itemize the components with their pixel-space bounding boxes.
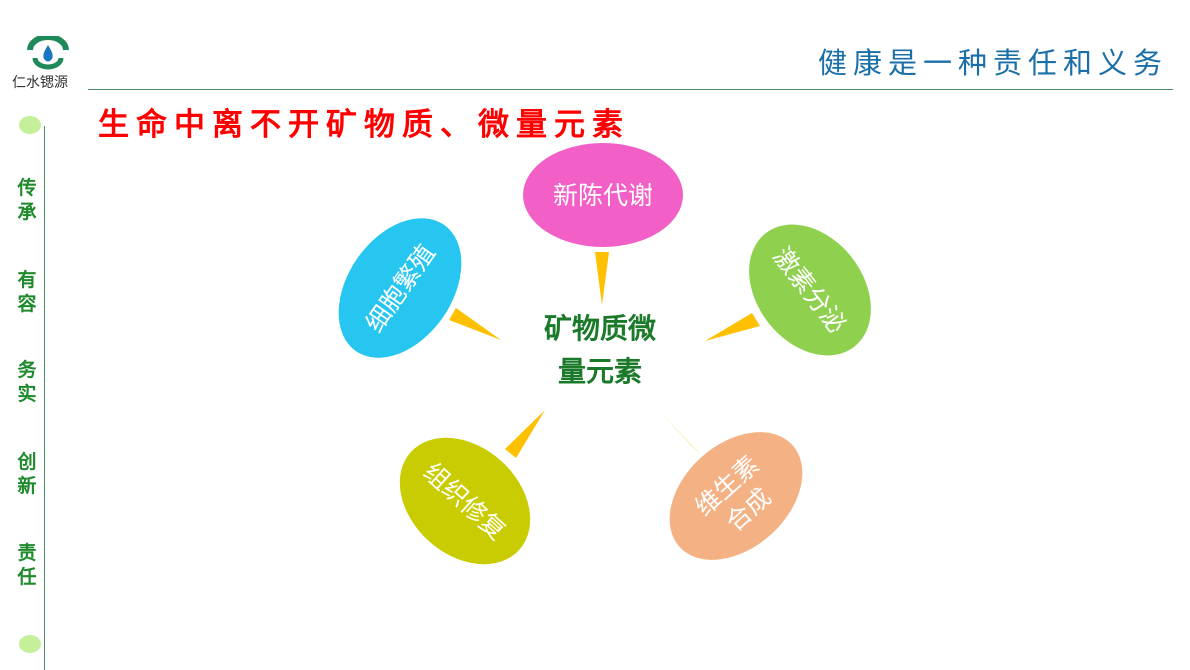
- arrow-to-metabolism: [595, 252, 609, 305]
- node-metabolism-bubble: [523, 143, 683, 247]
- page-title: 生命中离不开矿物质、微量元素: [98, 107, 630, 143]
- logo: [8, 34, 88, 92]
- node-vitamin: 维生素 合成: [669, 432, 803, 560]
- node-hormone-bubble: [749, 224, 871, 356]
- sidebar-divider: [44, 126, 45, 670]
- node-metabolism: 新陈代谢: [523, 143, 683, 247]
- logo-text: 仁水锶源: [12, 75, 68, 91]
- arrow-to-hormone: [705, 313, 760, 341]
- arrow-to-cell: [449, 308, 501, 340]
- node-tissue: 组织修复: [399, 437, 531, 565]
- sidebar-word-5: 责任: [17, 542, 37, 588]
- center-node: 矿物质微 量元素: [544, 312, 656, 388]
- arrow-to-vitamin: [658, 410, 702, 456]
- sidebar-dot-bottom: [19, 635, 41, 653]
- node-metabolism-label: 新陈代谢: [553, 181, 653, 210]
- node-tissue-bubble: [399, 437, 531, 565]
- arrow-to-tissue: [505, 410, 545, 458]
- sidebar-dot-top: [19, 116, 41, 134]
- node-hormone: 激素分泌: [749, 224, 871, 356]
- header-slogan: 健康是一种责任和义务: [817, 46, 1168, 80]
- header-divider: [88, 89, 1173, 90]
- node-cell: 细胞繁殖: [338, 218, 462, 358]
- sidebar-word-3: 务实: [17, 359, 37, 405]
- node-vitamin-bubble: [669, 432, 803, 560]
- water-drop-logo-icon: [27, 34, 69, 70]
- center-label-1: 矿物质微: [544, 312, 656, 345]
- sidebar-word-4: 创新: [17, 451, 37, 497]
- sidebar-word-1: 传承: [17, 177, 37, 223]
- sidebar-word-2: 有容: [17, 269, 37, 315]
- node-cell-bubble: [338, 218, 462, 358]
- center-label-2: 量元素: [558, 355, 642, 388]
